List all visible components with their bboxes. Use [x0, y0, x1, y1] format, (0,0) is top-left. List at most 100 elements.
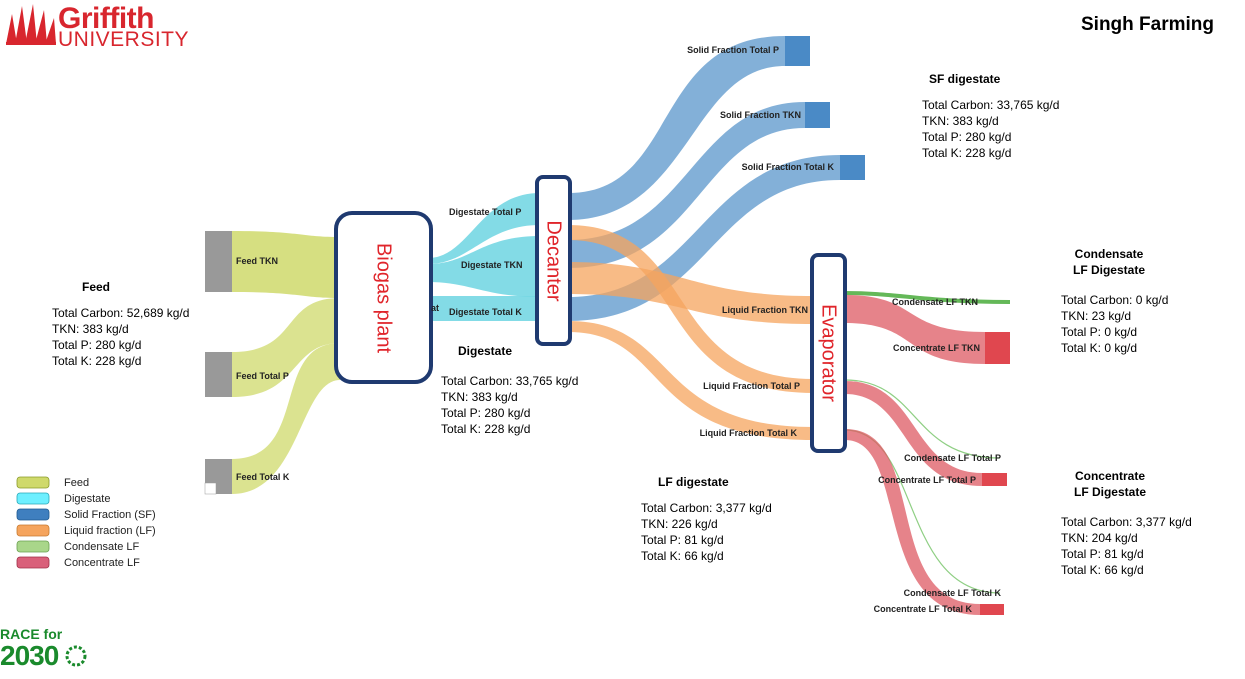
- node-sf-total-k: [840, 155, 865, 180]
- info-condensate-title1: Condensate: [1074, 247, 1144, 261]
- info-concentrate-title2: LF Digestate: [1073, 485, 1146, 499]
- node-feed-tkn: [205, 231, 232, 292]
- info-concentrate-k: Total K: 66 kg/d: [1061, 563, 1144, 577]
- label-sf-tkn: Solid Fraction TKN: [720, 110, 801, 120]
- label-lf-total-k: Liquid Fraction Total K: [700, 428, 798, 438]
- node-sf-tkn: [805, 102, 830, 128]
- legend-swatch-digestate: [16, 492, 50, 505]
- flow-feed-k: [232, 343, 340, 494]
- info-feed: Feed Total Carbon: 52,689 kg/d TKN: 383 …: [52, 279, 189, 369]
- solid-fraction-flows: [568, 36, 840, 321]
- decanter-box: [535, 175, 572, 346]
- info-concentrate-p: Total P: 81 kg/d: [1061, 547, 1144, 561]
- legend-label-solid-fraction: Solid Fraction (SF): [64, 509, 156, 521]
- node-concentrate-tkn: [985, 332, 1010, 364]
- info-condensate-carbon: Total Carbon: 0 kg/d: [1061, 293, 1169, 307]
- flow-sf-total-p: [568, 36, 785, 220]
- concentrate-flows: [845, 295, 985, 615]
- legend-label-liquid-fraction: Liquid fraction (LF): [64, 525, 156, 537]
- info-sf-p: Total P: 280 kg/d: [922, 130, 1012, 144]
- footer-logo-2030: 2030: [0, 640, 59, 671]
- biogas-plant-label: Biogas plant: [373, 243, 395, 354]
- legend-swatch-condensate: [16, 540, 50, 553]
- info-sf-digestate: SF digestate Total Carbon: 33,765 kg/d T…: [922, 71, 1059, 161]
- flow-lf-total-k: [568, 321, 813, 440]
- logo-university: UNIVERSITY: [58, 28, 190, 51]
- info-feed-k: Total K: 228 kg/d: [52, 354, 142, 368]
- node-concentrate-p: [982, 473, 1007, 486]
- griffith-logo-icon: [6, 4, 56, 45]
- info-condensate-title2: LF Digestate: [1072, 263, 1145, 277]
- info-lf-carbon: Total Carbon: 3,377 kg/d: [641, 501, 772, 515]
- evaporator-label: Evaporator: [818, 304, 840, 402]
- info-lf-k: Total K: 66 kg/d: [641, 549, 724, 563]
- flow-feed-tkn: [232, 231, 340, 298]
- label-lf-tkn: Liquid Fraction TKN: [722, 305, 808, 315]
- label-digestate-tkn: Digestate TKN: [461, 260, 523, 270]
- legend-swatch-solid-fraction: [16, 508, 50, 521]
- info-sf-k: Total K: 228 kg/d: [922, 146, 1012, 160]
- flow-condensate-tkn: [844, 291, 1011, 304]
- logo-griffith: Griffith: [58, 2, 154, 35]
- info-condensate-k: Total K: 0 kg/d: [1061, 341, 1138, 355]
- flow-lf-tkn: [568, 262, 813, 324]
- flow-sf-total-k: [568, 155, 840, 321]
- page-title: Singh Farming: [1081, 14, 1214, 35]
- legend-swatch-liquid-fraction: [16, 524, 50, 537]
- info-condensate-p: Total P: 0 kg/d: [1061, 325, 1138, 339]
- legend-label-digestate: Digestate: [64, 493, 110, 505]
- info-digestate-p: Total P: 280 kg/d: [441, 406, 531, 420]
- feed-flows: [232, 231, 340, 494]
- label-lf-total-p: Liquid Fraction Total P: [703, 381, 800, 391]
- legend: Feed Digestate Solid Fraction (SF) Liqui…: [16, 476, 156, 569]
- label-sf-total-p: Solid Fraction Total P: [687, 45, 779, 55]
- label-condensate-lf-total-k: Condensate LF Total K: [904, 588, 1002, 598]
- info-feed-carbon: Total Carbon: 52,689 kg/d: [52, 306, 190, 320]
- evaporator-box: [810, 253, 847, 453]
- label-feed-total-p: Feed Total P: [236, 371, 289, 381]
- legend-swatch-concentrate: [16, 556, 50, 569]
- info-digestate: Digestate Total Carbon: 33,765 kg/d TKN:…: [441, 343, 578, 437]
- info-concentrate-tkn: TKN: 204 kg/d: [1061, 531, 1138, 545]
- liquid-fraction-flows: [568, 225, 813, 440]
- info-digestate-title: Digestate: [458, 344, 513, 358]
- label-concentrate-lf-total-p: Concentrate LF Total P: [878, 475, 976, 485]
- info-feed-tkn: TKN: 383 kg/d: [52, 322, 129, 336]
- digestate-flows: [428, 193, 540, 321]
- info-concentrate: Concentrate LF Digestate Total Carbon: 3…: [1061, 468, 1192, 578]
- label-condensate-lf-tkn: Condensate LF TKN: [892, 297, 978, 307]
- info-sf-tkn: TKN: 383 kg/d: [922, 114, 999, 128]
- node-feed-k-corner: [204, 482, 217, 495]
- flow-digestate-tkn: [428, 236, 540, 297]
- flow-digestate-k: [428, 296, 540, 321]
- label-digestate-total-p: Digestate Total P: [449, 207, 521, 217]
- info-concentrate-title1: Concentrate: [1074, 469, 1145, 483]
- info-feed-p: Total P: 280 kg/d: [52, 338, 142, 352]
- info-sf-title: SF digestate: [929, 72, 1001, 86]
- legend-label-concentrate: Concentrate LF: [64, 557, 140, 569]
- flow-sf-tkn: [568, 102, 805, 268]
- label-feed-tkn: Feed TKN: [236, 256, 278, 266]
- info-lf-p: Total P: 81 kg/d: [641, 533, 724, 547]
- info-digestate-k: Total K: 228 kg/d: [441, 422, 531, 436]
- info-sf-carbon: Total Carbon: 33,765 kg/d: [922, 98, 1060, 112]
- node-concentrate-k: [980, 604, 1004, 615]
- flow-concentrate-p: [845, 381, 982, 486]
- info-digestate-tkn: TKN: 383 kg/d: [441, 390, 518, 404]
- info-condensate-tkn: TKN: 23 kg/d: [1061, 309, 1132, 323]
- info-feed-title: Feed: [82, 280, 111, 294]
- label-sf-total-k: Solid Fraction Total K: [742, 162, 835, 172]
- info-condensate: Condensate LF Digestate Total Carbon: 0 …: [1061, 246, 1168, 356]
- flow-digestate-p: [428, 193, 540, 264]
- info-concentrate-carbon: Total Carbon: 3,377 kg/d: [1061, 515, 1192, 529]
- race-2030-logo-icon: [65, 645, 87, 667]
- flow-feed-p: [232, 298, 340, 397]
- info-lf-title: LF digestate: [658, 475, 729, 489]
- biogas-plant-box: [334, 211, 433, 384]
- flow-condensate-p: [844, 379, 1001, 459]
- info-lf-digestate: LF digestate Total Carbon: 3,377 kg/d TK…: [641, 474, 772, 564]
- legend-label-feed: Feed: [64, 477, 89, 489]
- label-digestate-k-fragment: at: [431, 303, 439, 313]
